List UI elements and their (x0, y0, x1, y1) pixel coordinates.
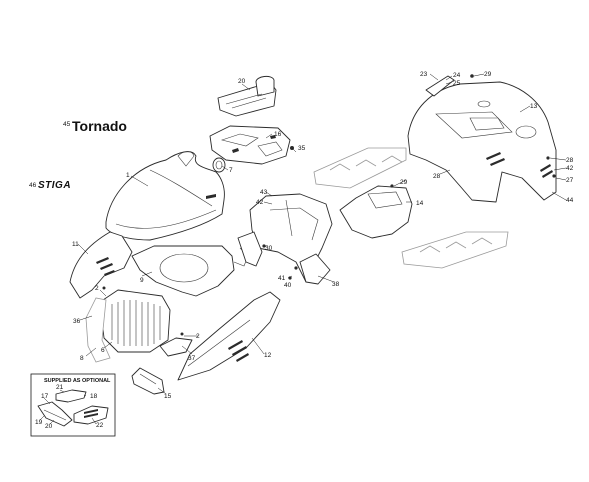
svg-text:14: 14 (416, 200, 424, 207)
svg-text:6: 6 (101, 347, 105, 354)
svg-text:18: 18 (90, 393, 98, 400)
svg-text:24: 24 (453, 72, 461, 79)
svg-text:36: 36 (73, 318, 81, 325)
svg-text:SUPPLIED AS OPTIONAL: SUPPLIED AS OPTIONAL (44, 378, 111, 384)
part-23-handle (425, 75, 455, 97)
brand-tornado: 45 Tornado (63, 118, 127, 134)
svg-text:41: 41 (278, 275, 286, 282)
part-8-grille-frame (85, 297, 111, 363)
optional-parts-box: SUPPLIED AS OPTIONAL 21 18 17 19 20 22 (30, 373, 116, 437)
svg-text:27: 27 (566, 177, 574, 184)
callout-numbers: 1 11 9 2 36 8 6 37 2 12 15 20 16 35 7 43… (72, 71, 574, 400)
svg-text:28: 28 (433, 173, 441, 180)
part-17-19-optional (37, 401, 73, 427)
svg-text:9: 9 (140, 277, 144, 284)
part-37-bracket (159, 337, 193, 357)
part-22-optional (73, 405, 109, 425)
part-21-optional (55, 389, 87, 403)
svg-text:29: 29 (484, 71, 492, 78)
floor-mat-right (401, 231, 509, 269)
svg-text:38: 38 (332, 281, 340, 288)
svg-text:19: 19 (35, 419, 43, 426)
svg-text:25: 25 (453, 80, 461, 87)
part-1-hood (105, 151, 225, 241)
svg-text:37: 37 (188, 355, 196, 362)
svg-text:1: 1 (126, 172, 130, 179)
svg-text:43: 43 (260, 189, 268, 196)
part-11-front-panel (69, 231, 133, 299)
part-7-ring (212, 157, 226, 173)
part-12-side-panel (177, 291, 281, 381)
svg-text:22: 22 (96, 422, 104, 429)
svg-text:40: 40 (284, 282, 292, 289)
brand-stiga: 46 STIGA (29, 180, 71, 191)
svg-text:15: 15 (164, 393, 172, 400)
svg-text:20: 20 (45, 423, 53, 430)
floor-mat-left (313, 147, 407, 189)
svg-text:8: 8 (80, 355, 84, 362)
svg-text:21: 21 (56, 384, 64, 391)
part-9-front-frame (131, 245, 249, 297)
part-38-steering-cover (249, 193, 333, 285)
svg-text:23: 23 (420, 71, 428, 78)
svg-text:28: 28 (566, 157, 574, 164)
svg-text:17: 17 (41, 393, 49, 400)
svg-text:STIGA: STIGA (38, 180, 71, 191)
part-6-grille (99, 289, 171, 353)
part-15-bracket (131, 367, 165, 395)
svg-text:30: 30 (265, 245, 273, 252)
svg-text:29: 29 (400, 179, 408, 186)
svg-text:20: 20 (238, 78, 246, 85)
svg-text:Tornado: Tornado (72, 118, 127, 134)
svg-text:2: 2 (95, 285, 99, 292)
svg-text:42: 42 (256, 199, 264, 206)
svg-text:16: 16 (274, 131, 282, 138)
svg-text:2: 2 (196, 333, 200, 340)
svg-text:45: 45 (63, 121, 71, 128)
svg-text:42: 42 (566, 165, 574, 172)
leader-lines (77, 73, 567, 395)
svg-text:35: 35 (298, 145, 306, 152)
svg-text:13: 13 (530, 103, 538, 110)
svg-text:44: 44 (566, 197, 574, 204)
part-20-dash-cover (217, 75, 277, 117)
svg-text:46: 46 (29, 182, 37, 189)
svg-text:7: 7 (229, 167, 233, 174)
part-13-rear-fender (407, 81, 557, 203)
part-30-support (237, 231, 263, 267)
part-14-fender-console (339, 185, 413, 239)
svg-text:11: 11 (72, 241, 79, 248)
svg-text:12: 12 (264, 352, 272, 359)
